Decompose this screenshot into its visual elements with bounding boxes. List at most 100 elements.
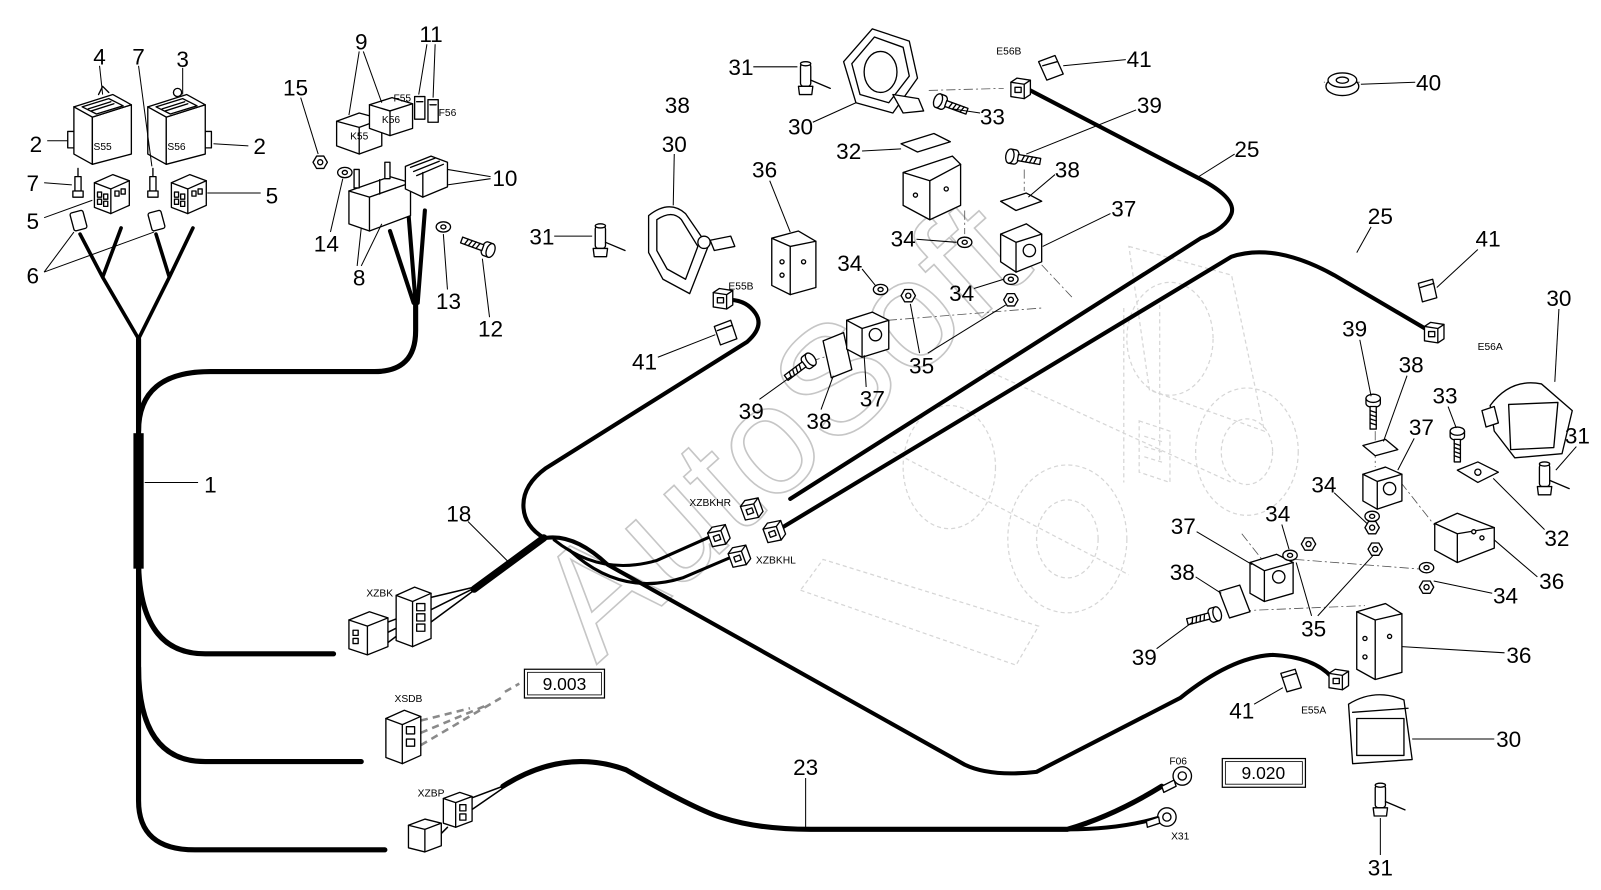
label-xzbkhl: XZBKHL	[756, 556, 796, 567]
callout-39: 39	[1137, 93, 1162, 118]
leader-line	[1492, 477, 1545, 531]
leader-line	[657, 334, 716, 358]
cap-41-top	[1037, 54, 1064, 81]
fuse-f56	[427, 98, 439, 123]
washer-34-lower	[1282, 549, 1298, 562]
leader-line	[213, 143, 249, 147]
bracket-36-lower	[1356, 602, 1403, 681]
lamp-bulb-31-top	[797, 61, 831, 96]
callout-5: 5	[266, 183, 279, 208]
leader-line	[432, 44, 436, 98]
bolt-12	[458, 232, 498, 260]
leader-line	[1555, 446, 1577, 471]
connector-xzbk-socket	[395, 586, 432, 648]
callout-33: 33	[1432, 383, 1457, 408]
lamp-bulb-31-right	[1536, 461, 1570, 496]
callout-37: 37	[1409, 415, 1434, 440]
wire-to-e55a	[543, 535, 1335, 776]
callout-36: 36	[752, 158, 777, 183]
xsdb-open-wires	[420, 682, 520, 747]
callout-35: 35	[909, 354, 934, 379]
connector-e56a	[1423, 321, 1445, 344]
plug-right	[147, 209, 166, 232]
washer-34-lower-b	[1418, 561, 1435, 574]
label-k56: K56	[382, 115, 401, 126]
leader-line	[672, 154, 675, 206]
harness-branch-xsdb	[135, 664, 364, 765]
washer-34-a	[956, 236, 973, 249]
callout-38: 38	[1399, 353, 1424, 378]
xzbk-lead-wires	[387, 586, 475, 644]
leader-line	[916, 238, 957, 243]
leader-line	[1493, 539, 1538, 578]
reference-9003[interactable]: 9.003	[523, 668, 606, 699]
leader-line	[1356, 226, 1372, 253]
callout-34: 34	[1311, 473, 1336, 498]
bolt-39-lower	[1184, 605, 1224, 630]
harness-branch-xzbk	[135, 556, 337, 657]
connector-e55a	[1328, 668, 1350, 691]
leader-line	[43, 231, 75, 273]
plug-left	[69, 209, 88, 232]
reference-9003-text: 9.003	[543, 674, 587, 694]
connector-xzbk-plug	[348, 611, 389, 656]
bolt-33-top	[931, 91, 971, 119]
leader-line	[447, 178, 491, 186]
callout-15: 15	[283, 76, 308, 101]
lamp-bulb-31-left	[592, 223, 626, 258]
leader-line	[769, 180, 791, 233]
callout-34: 34	[1493, 584, 1518, 609]
connector-xzbp-plug	[407, 818, 442, 853]
callout-41: 41	[1476, 226, 1501, 251]
label-s56: S56	[167, 142, 186, 153]
components	[67, 28, 1573, 853]
leader-line	[861, 268, 876, 286]
callout-35: 35	[1301, 616, 1326, 641]
leader-line	[1333, 492, 1368, 524]
leader-line	[447, 168, 491, 178]
callout-37: 37	[1171, 514, 1196, 539]
connector-xzbp-socket	[442, 791, 473, 828]
label-f06: F06	[1169, 757, 1187, 768]
callout-36: 36	[1539, 569, 1564, 594]
relay-k56	[368, 96, 414, 137]
callout-25: 25	[1234, 137, 1259, 162]
washer-34-b	[1003, 273, 1019, 286]
leader-line	[1042, 213, 1111, 247]
washer-14	[336, 166, 353, 179]
leader-line	[820, 375, 834, 410]
callout-34: 34	[949, 281, 974, 306]
label-e56a: E56A	[1478, 342, 1503, 353]
harness-branch-switches	[78, 226, 195, 341]
work-lamp-top	[842, 28, 925, 114]
leader-line	[44, 182, 72, 186]
callout-36: 36	[1506, 643, 1531, 668]
callout-7: 7	[132, 45, 145, 70]
work-lamp-left	[647, 206, 736, 295]
leader-line	[1447, 406, 1457, 429]
callout-18: 18	[446, 501, 471, 526]
wiring	[78, 88, 1431, 853]
main-harness-trunk	[135, 336, 388, 853]
reference-9020[interactable]: 9.020	[1221, 757, 1307, 788]
leader-line	[862, 148, 902, 152]
callout-4: 4	[93, 45, 106, 70]
leader-line	[1436, 249, 1479, 288]
callout-10: 10	[492, 166, 517, 191]
callout-30: 30	[788, 115, 813, 140]
work-lamp-right	[1481, 382, 1573, 459]
leader-line	[1359, 339, 1372, 397]
label-e56b: E56B	[996, 46, 1021, 57]
callout-41: 41	[1229, 699, 1254, 724]
callout-6: 6	[27, 263, 40, 288]
callout-14: 14	[314, 232, 339, 257]
rocker-switch-s55	[67, 85, 133, 165]
bolt-33-right	[1449, 426, 1466, 463]
callout-39: 39	[739, 399, 764, 424]
callout-38: 38	[1170, 560, 1195, 585]
callout-34: 34	[837, 251, 862, 276]
clamp-37-left	[846, 311, 890, 358]
leader-line	[1295, 562, 1313, 617]
leader-line	[952, 108, 981, 114]
